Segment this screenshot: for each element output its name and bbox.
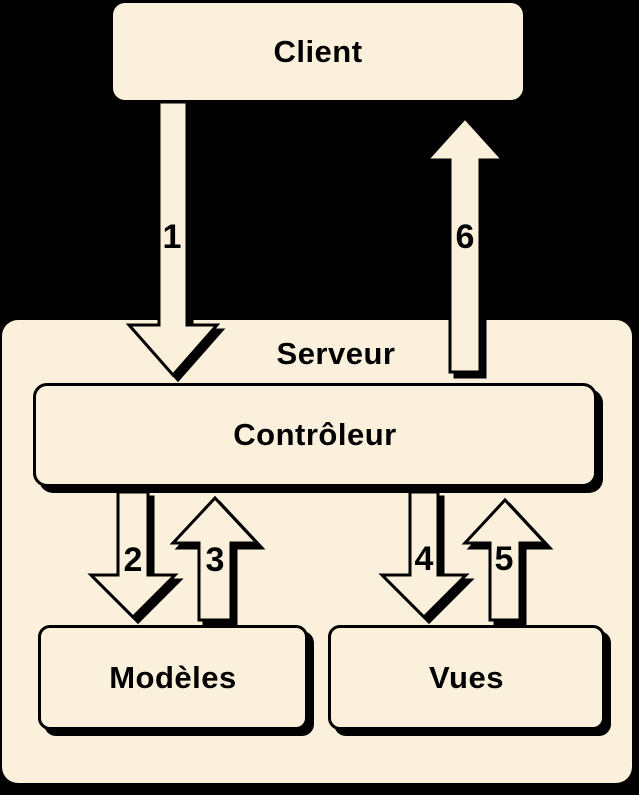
client-box: Client <box>113 3 523 100</box>
controller-label: Contrôleur <box>233 417 397 452</box>
client-label: Client <box>273 33 363 69</box>
views-box: Vues <box>328 625 605 730</box>
models-label: Modèles <box>109 659 237 695</box>
arrow-1-label: 1 <box>163 218 182 256</box>
arrow-6-label: 6 <box>456 218 475 256</box>
models-box: Modèles <box>38 625 308 730</box>
server-label: Serveur <box>276 336 396 371</box>
controller-box: Contrôleur <box>33 383 597 487</box>
views-label: Vues <box>429 659 504 695</box>
